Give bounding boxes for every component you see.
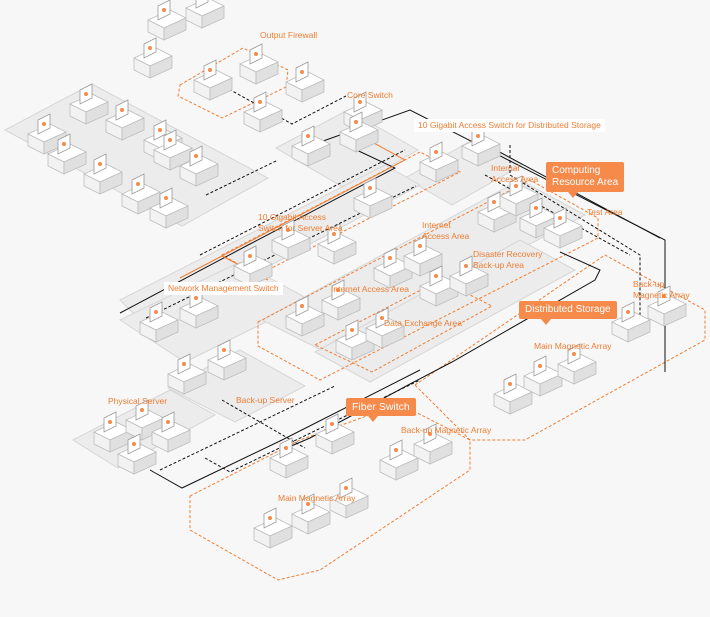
- output-firewall-label: Output Firewall: [260, 30, 318, 40]
- network-device-icon: [611, 301, 651, 343]
- backup-server-label: Back-up Server: [236, 395, 295, 405]
- network-device-icon: [403, 235, 443, 277]
- network-device-icon: [69, 83, 109, 125]
- network-device-icon: [499, 175, 539, 217]
- network-device-icon: [365, 307, 405, 349]
- link-mgmt-9: [221, 399, 306, 449]
- distributed-storage-callout: Distributed Storage: [519, 301, 617, 325]
- network-device-icon: [105, 99, 145, 141]
- network-device-icon: [449, 255, 489, 297]
- network-device-icon: [185, 0, 225, 29]
- test-area-label: Test Area: [587, 207, 623, 217]
- link-mgmt-4: [199, 149, 406, 256]
- devices-layer: [27, 0, 687, 549]
- link-mgmt-2: [205, 159, 279, 196]
- network-device-icon: [93, 411, 133, 453]
- network-device-icon: [121, 173, 161, 215]
- network-device-icon: [269, 437, 309, 479]
- main-magnetic-array-right-label: Main Magnetic Array: [534, 341, 612, 351]
- network-device-icon: [285, 295, 325, 337]
- backup-magnetic-array-right-label: Back-up Magnetic Array: [633, 279, 690, 300]
- network-device-icon: [317, 223, 357, 265]
- network-device-icon: [315, 413, 355, 455]
- network-device-icon: [243, 91, 283, 133]
- disaster-recovery-label: Disaster Recovery Back-up Area: [473, 249, 543, 270]
- internet-access-area-label: Internet Access Area: [422, 220, 470, 241]
- network-device-icon: [167, 353, 207, 395]
- network-device-icon: [353, 177, 393, 219]
- network-device-icon: [253, 507, 293, 549]
- network-device-icon: [413, 423, 453, 465]
- network-management-switch-label: Network Management Switch: [164, 282, 283, 295]
- network-device-icon: [291, 125, 331, 167]
- network-device-icon: [543, 207, 583, 249]
- network-device-icon: [47, 133, 87, 175]
- internal-access-area-label: Internal Access Area: [491, 163, 539, 184]
- network-device-icon: [379, 439, 419, 481]
- network-device-icon: [133, 37, 173, 79]
- fiber-switch-callout: Fiber Switch: [346, 398, 416, 422]
- network-device-icon: [285, 61, 325, 103]
- network-device-icon: [339, 111, 379, 153]
- network-device-icon: [321, 279, 361, 321]
- network-device-icon: [271, 219, 311, 261]
- distributed-storage-zone: [414, 254, 706, 441]
- network-device-icon: [179, 287, 219, 329]
- network-device-icon: [329, 477, 369, 519]
- storage-access-switch-label: 10 Gigabit Access Switch for Distributed…: [414, 119, 605, 132]
- link-core-to-server: [119, 145, 397, 314]
- network-device-icon: [523, 355, 563, 397]
- network-device-icon: [193, 59, 233, 101]
- computing-resource-callout: Computing Resource Area: [546, 162, 625, 198]
- link-orange-core: [179, 141, 407, 279]
- network-device-icon: [291, 493, 331, 535]
- network-device-icon: [139, 301, 179, 343]
- internet-area-zone: [313, 279, 494, 373]
- internet-access-area-2-label: Internet Access Area: [331, 284, 409, 294]
- network-device-icon: [239, 43, 279, 85]
- link-mgmt-1: [215, 81, 347, 125]
- network-device-icon: [647, 285, 687, 327]
- network-device-icon: [419, 141, 459, 183]
- physical-server-label: Physical Server: [108, 396, 168, 406]
- network-device-icon: [27, 113, 67, 155]
- network-device-icon: [373, 247, 413, 289]
- network-device-icon: [149, 187, 189, 229]
- link-mgmt-3: [509, 145, 641, 330]
- link-mgmt-7: [159, 385, 336, 471]
- network-device-icon: [233, 245, 273, 287]
- core-switch-label: Core Switch: [347, 90, 393, 100]
- network-device-icon: [335, 319, 375, 361]
- network-device-icon: [493, 373, 533, 415]
- network-device-icon: [117, 433, 157, 475]
- backup-magnetic-array-bottom-label: Back-up Magnetic Array: [401, 425, 492, 435]
- network-device-icon: [207, 339, 247, 381]
- network-device-icon: [83, 153, 123, 195]
- network-device-icon: [477, 191, 517, 233]
- network-device-icon: [557, 343, 597, 385]
- server-area-zone: [220, 151, 462, 276]
- data-exchange-area-label: Data Exchange Area: [384, 318, 462, 328]
- main-magnetic-array-bottom-label: Main Magnetic Array: [278, 493, 356, 503]
- network-device-icon: [179, 145, 219, 187]
- network-device-icon: [151, 411, 191, 453]
- compute-resource-zone: [257, 179, 599, 381]
- network-device-icon: [147, 0, 187, 41]
- server-access-switch-label: 10 Gigabit Access Switch for Server Area: [258, 212, 343, 233]
